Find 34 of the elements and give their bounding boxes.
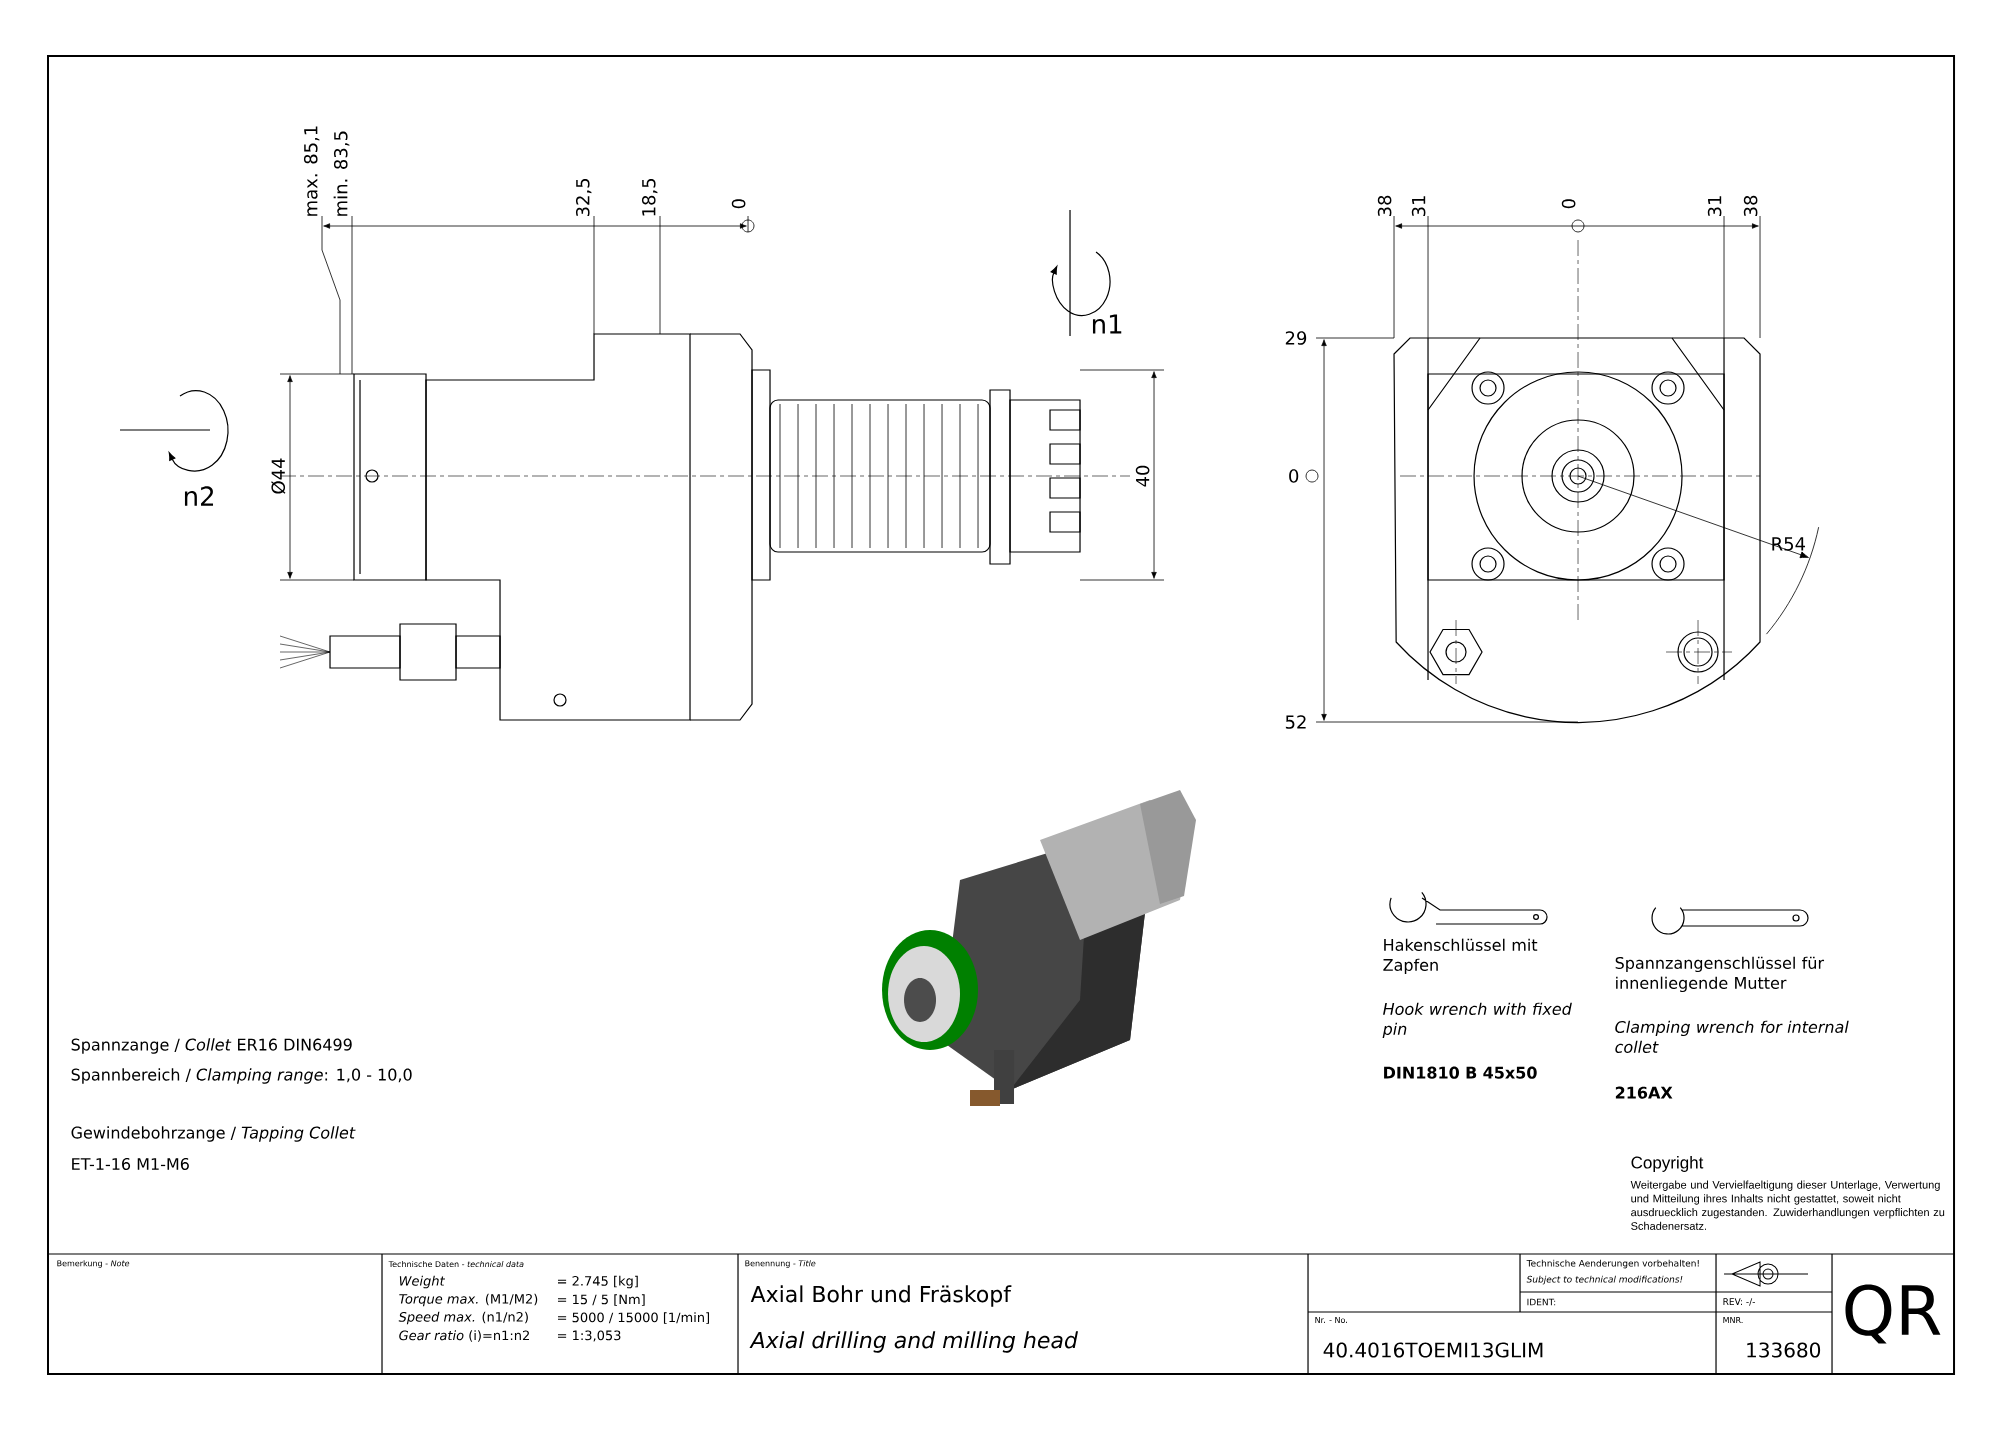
wrench-caption: DIN1810 B 45x50: [1384, 1066, 1537, 1079]
code-text: QR: [1845, 1284, 1941, 1344]
spec-note: ET-1-16 M1-M6: [72, 1157, 189, 1171]
wrench-caption: 216AX: [1615, 1086, 1673, 1099]
dimension-label: 38: [1743, 195, 1758, 216]
spec-note: Gewindebohrzange / Tapping Collet: [71, 1126, 356, 1142]
dimension-label: 18,5: [641, 178, 658, 216]
part-number: 40.4016TOEMI13GLIM: [1323, 1342, 1543, 1358]
spec-note: Spannbereich / Clamping range: 1,0 - 10,0: [71, 1068, 412, 1084]
wrench-caption: Hakenschlüssel mit Zapfen: [1383, 938, 1538, 975]
title-text: Axial drilling and milling head: [749, 1331, 1078, 1353]
dimension-label: 32,5: [575, 178, 592, 216]
dimension-label: 0: [1561, 199, 1576, 209]
dimension-label: 31: [1411, 196, 1426, 216]
wrench-caption: Hook wrench with fixed pin: [1382, 1002, 1572, 1039]
wrench-caption: Spannzangenschlüssel für innenliegende Mutter: [1615, 956, 1825, 993]
dimension-label: min. 83,5: [333, 131, 350, 216]
wrench-caption: Clamping wrench for internal collet: [1615, 1020, 1849, 1053]
dimension-label: Ø44: [271, 458, 286, 494]
part-number: 133680: [1747, 1342, 1821, 1358]
dimension-label: 0: [1289, 469, 1299, 483]
rotation-label: n2: [184, 486, 213, 506]
spec-note: Spannzange / Collet ER16 DIN6499: [71, 1038, 352, 1054]
dimension-label: 29: [1285, 331, 1307, 345]
dimension-label: max. 85,1: [303, 126, 320, 216]
dimension-label: R54: [1772, 537, 1806, 551]
title-text: Axial Bohr und Fräskopf: [750, 1285, 1012, 1307]
rotation-label: n1: [1092, 314, 1122, 334]
dimension-label: 52: [1285, 715, 1306, 729]
copyright-heading: Copyright: [1631, 1156, 1704, 1172]
dimension-label: 0: [731, 199, 746, 209]
dimension-label: 31: [1707, 196, 1722, 216]
dimension-label: 38: [1377, 195, 1392, 216]
dimension-label: 40: [1135, 465, 1150, 487]
